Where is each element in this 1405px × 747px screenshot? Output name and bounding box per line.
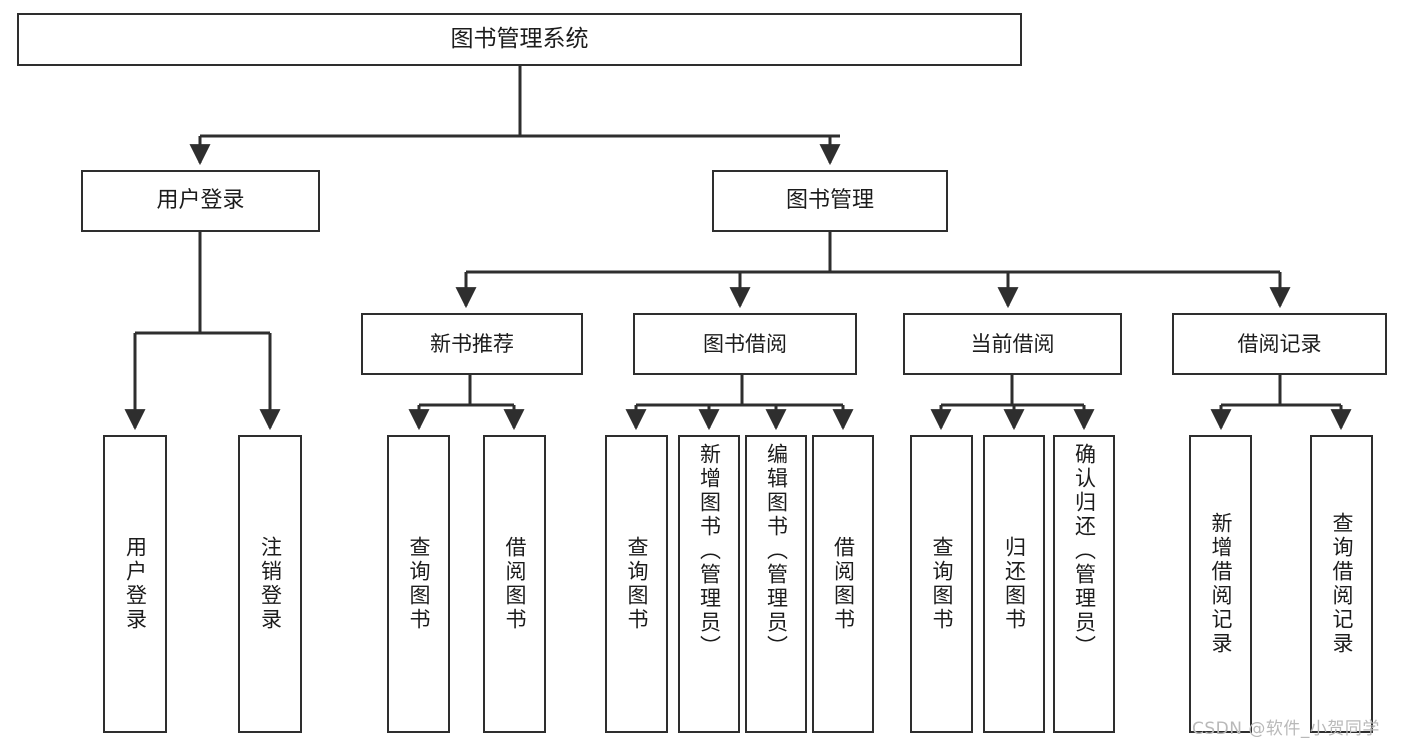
csdn-watermark: CSDN @软件_小贺同学 (1192, 719, 1380, 739)
node-leaf-8-label: 查询图书 (930, 536, 954, 632)
node-level2-3-label: 借阅记录 (1237, 331, 1322, 356)
node-leaf-8[interactable]: 查询图书 (910, 435, 973, 733)
node-level2-2-label: 当前借阅 (970, 331, 1055, 356)
node-level2-0[interactable]: 新书推荐 (361, 313, 583, 375)
node-leaf-12-label: 查询借阅记录 (1330, 512, 1354, 656)
node-leaf-6[interactable]: 编辑图书（管理员） (745, 435, 807, 733)
node-level1-0[interactable]: 用户登录 (81, 170, 320, 232)
node-leaf-0[interactable]: 用户登录 (103, 435, 167, 733)
node-level1-1[interactable]: 图书管理 (712, 170, 948, 232)
node-level2-3[interactable]: 借阅记录 (1172, 313, 1387, 375)
node-leaf-10-label: 确认归还（管理员） (1072, 443, 1097, 659)
node-leaf-12[interactable]: 查询借阅记录 (1310, 435, 1373, 733)
node-leaf-4[interactable]: 查询图书 (605, 435, 668, 733)
node-root-system[interactable]: 图书管理系统 (17, 13, 1022, 66)
node-leaf-9-label: 归还图书 (1002, 536, 1027, 632)
node-leaf-2[interactable]: 查询图书 (387, 435, 450, 733)
node-leaf-5-label: 新增图书（管理员） (697, 443, 722, 659)
node-leaf-7-label: 借阅图书 (831, 536, 856, 632)
node-level2-2[interactable]: 当前借阅 (903, 313, 1122, 375)
node-leaf-1[interactable]: 注销登录 (238, 435, 302, 733)
node-level2-1-label: 图书借阅 (703, 331, 787, 356)
node-leaf-4-label: 查询图书 (625, 536, 649, 632)
node-root-system-label: 图书管理系统 (450, 26, 589, 53)
node-level2-0-label: 新书推荐 (430, 331, 514, 356)
node-leaf-9[interactable]: 归还图书 (983, 435, 1045, 733)
node-leaf-10[interactable]: 确认归还（管理员） (1053, 435, 1115, 733)
node-level2-1[interactable]: 图书借阅 (633, 313, 857, 375)
node-leaf-6-label: 编辑图书（管理员） (764, 443, 789, 659)
node-level1-0-label: 用户登录 (156, 188, 245, 214)
node-leaf-7[interactable]: 借阅图书 (812, 435, 874, 733)
node-leaf-3[interactable]: 借阅图书 (483, 435, 546, 733)
node-leaf-11[interactable]: 新增借阅记录 (1189, 435, 1252, 733)
node-leaf-2-label: 查询图书 (407, 536, 431, 632)
node-leaf-1-label: 注销登录 (258, 536, 283, 632)
node-level1-1-label: 图书管理 (785, 188, 874, 214)
node-leaf-11-label: 新增借阅记录 (1209, 512, 1233, 656)
node-leaf-3-label: 借阅图书 (503, 536, 527, 632)
node-leaf-0-label: 用户登录 (123, 536, 148, 632)
node-leaf-5[interactable]: 新增图书（管理员） (678, 435, 740, 733)
